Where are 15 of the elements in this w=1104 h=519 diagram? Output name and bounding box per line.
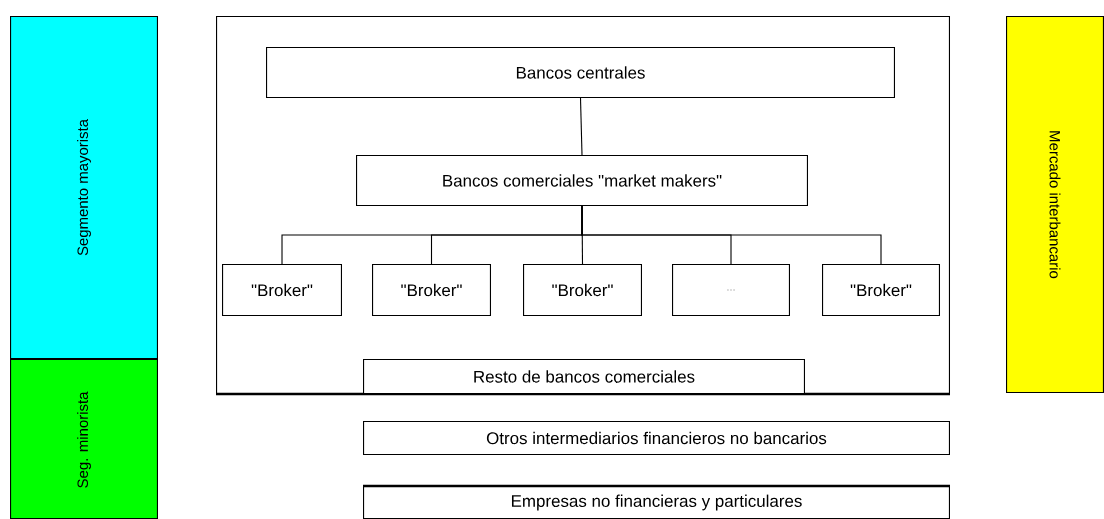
bank-box: Bancos comerciales "market makers" bbox=[356, 155, 808, 206]
broker-box: "Broker" bbox=[222, 264, 342, 316]
broker-box: ... bbox=[672, 264, 790, 316]
company-box: Empresas no financieras y particulares bbox=[363, 484, 950, 519]
segment-band: Segmento mayorista bbox=[10, 16, 158, 359]
market-band: Mercado interbancario bbox=[1006, 16, 1104, 393]
intermediary-box: Otros intermediarios financieros no bancarios bbox=[363, 421, 950, 455]
segment-band: Seg. minorista bbox=[10, 359, 158, 519]
broker-box: "Broker" bbox=[372, 264, 491, 316]
broker-box: "Broker" bbox=[523, 264, 642, 316]
connector-line bbox=[579, 97, 583, 156]
bank-box: Bancos centrales bbox=[266, 47, 895, 98]
connector-line bbox=[581, 205, 882, 265]
bank-box: Resto de bancos comerciales bbox=[363, 359, 805, 394]
broker-box: "Broker" bbox=[822, 264, 940, 316]
